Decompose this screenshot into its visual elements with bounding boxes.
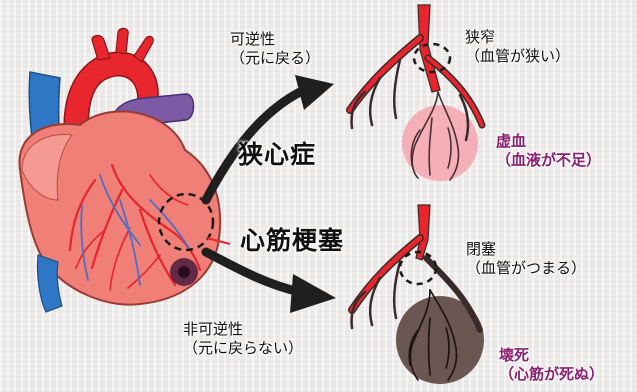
infarction-title: 心筋梗塞 [240, 226, 344, 256]
arrow-top [206, 75, 334, 200]
ischemia-label: 虚血 （血液が不足） [496, 132, 601, 170]
infarction-illustration [352, 205, 484, 384]
angina-illustration [350, 5, 482, 181]
heart-illustration [19, 28, 232, 312]
angina-title: 狭心症 [238, 140, 316, 170]
irreversible-label: 非可逆性 （元に戻らない） [183, 320, 303, 358]
stenosis-label: 狭窄 （血管が狭い） [465, 28, 570, 66]
necrosis-label: 壊死 （心筋が死ぬ） [499, 346, 604, 384]
occlusion-label: 閉塞 （血管がつまる） [466, 240, 586, 278]
reversible-label: 可逆性 （元に戻る） [230, 30, 320, 68]
arrow-bottom [206, 252, 336, 313]
